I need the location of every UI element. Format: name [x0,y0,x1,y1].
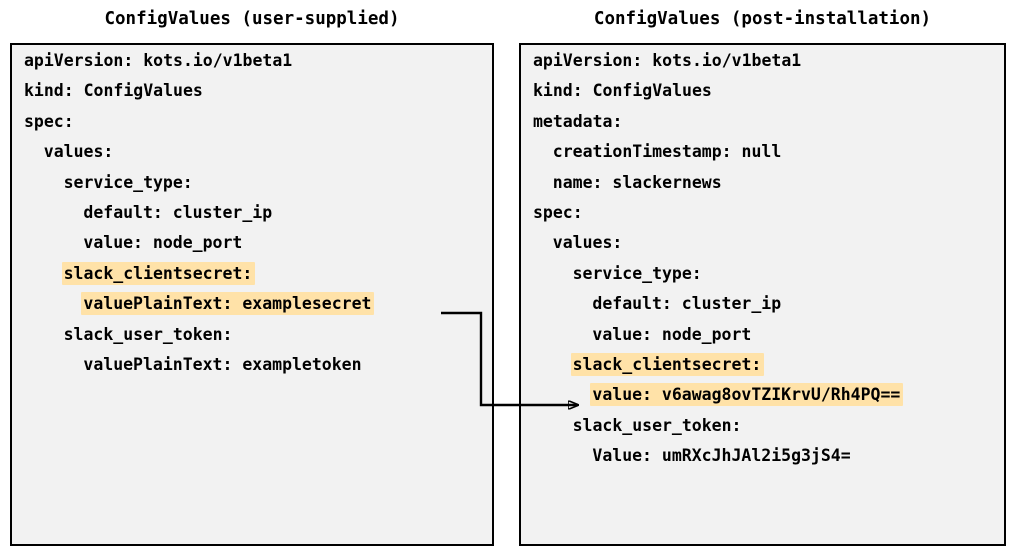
left-panel-box: apiVersion: kots.io/v1beta1 kind: ConfigV… [10,43,494,546]
right-panel-box: apiVersion: kots.io/v1beta1 kind: ConfigV… [519,43,1006,546]
code-line: valuePlainText: exampletoken [83,355,362,374]
code-line: slack_user_token: [63,324,233,344]
code-line: metadata: [533,111,623,131]
code-line: value: node_port [83,233,243,253]
code-line: kind: ConfigValues [24,81,203,101]
code-line: slack_user_token: [572,415,742,435]
right-panel: ConfigValues (post-installation) apiVers… [519,0,1006,546]
code-line: spec: [533,203,583,222]
right-panel-title: ConfigValues (post-installation) [593,9,932,29]
highlighted-value: slack_clientsecret: [570,353,765,376]
code-line: value: v6awag8ovTZIKrvU/Rh4PQ== [590,382,904,408]
code-line: spec: [24,111,74,131]
code-line: default: cluster_ip [83,203,273,222]
highlighted-value: valuePlainText: examplesecret [81,292,375,316]
code-line: apiVersion: kots.io/v1beta1 [24,51,293,70]
code-line: Value: umRXcJhJAl2i5g3jS4= [592,446,851,466]
left-panel: ConfigValues (user-supplied) apiVersion:… [10,0,494,546]
code-line: kind: ConfigValues [533,81,712,101]
code-line: creationTimestamp: null [552,142,782,162]
code-line: values: [43,142,114,162]
code-line: name: slackernews [552,172,722,192]
code-line: slack_clientsecret: [570,352,765,378]
code-line: apiVersion: kots.io/v1beta1 [533,51,802,70]
code-line: slack_clientsecret: [61,261,256,287]
highlighted-value: slack_clientsecret: [61,261,256,285]
code-line: value: node_port [592,324,752,344]
code-line: default: cluster_ip [592,294,782,314]
code-line: service_type: [572,263,702,283]
code-line: valuePlainText: examplesecret [81,291,375,317]
code-line: values: [552,233,623,253]
highlighted-value: value: v6awag8ovTZIKrvU/Rh4PQ== [590,383,904,407]
left-panel-title: ConfigValues (user-supplied) [104,9,400,29]
code-line: service_type: [63,172,193,192]
